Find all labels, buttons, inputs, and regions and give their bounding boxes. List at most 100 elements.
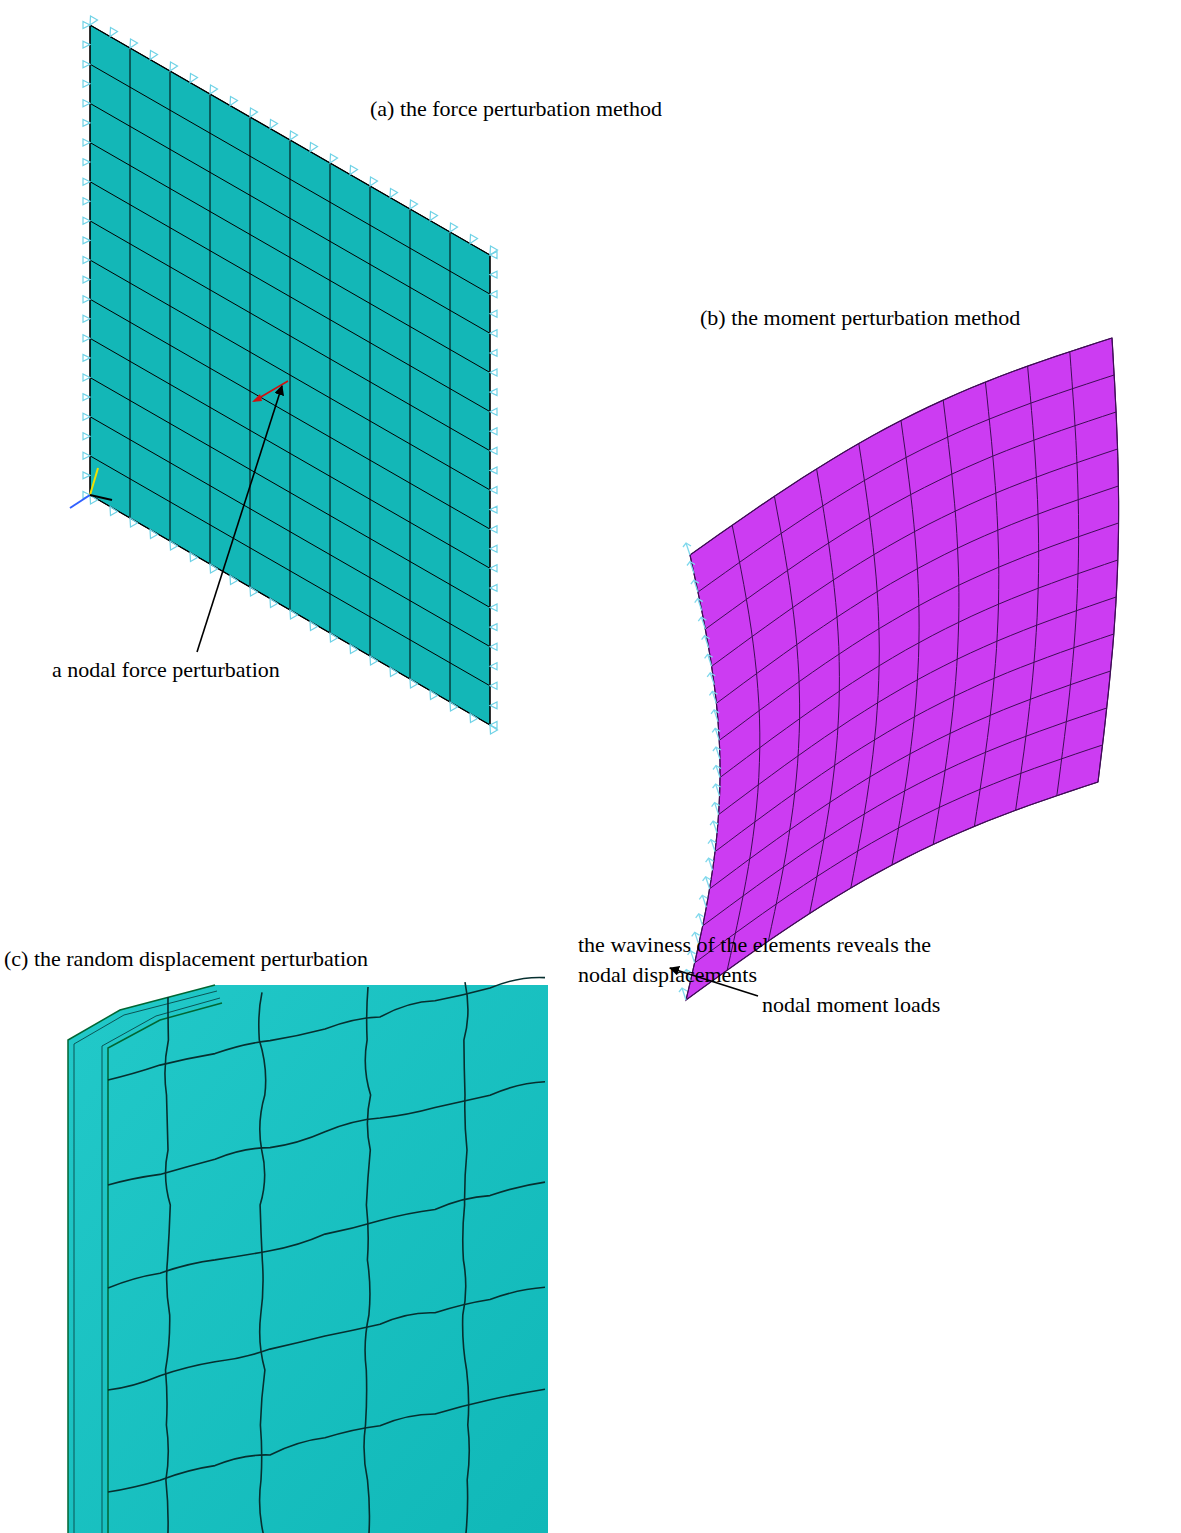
mesh-line xyxy=(720,560,1118,778)
constraint-symbol xyxy=(490,682,497,689)
moment-symbol xyxy=(713,747,721,751)
moment-symbol xyxy=(687,562,695,566)
mesh-line xyxy=(90,182,490,412)
constraint-symbol xyxy=(490,408,497,415)
mesh-line xyxy=(1016,366,1039,810)
constraint-symbol xyxy=(490,349,497,356)
moment-symbol xyxy=(711,710,719,714)
mesh-line xyxy=(1098,338,1119,782)
plate-surface xyxy=(90,25,490,725)
constraint-symbol xyxy=(83,159,90,166)
constraint-symbol xyxy=(490,624,497,631)
mesh-line xyxy=(695,745,1103,963)
constraint-symbol xyxy=(430,691,438,700)
mesh-line xyxy=(933,400,959,844)
constraint-symbol xyxy=(490,428,497,435)
moment-symbol xyxy=(679,988,687,992)
mesh-line xyxy=(810,469,840,914)
axis-triad xyxy=(90,495,112,500)
mesh-line xyxy=(90,103,490,333)
constraint-symbol xyxy=(290,131,298,140)
moment-symbol xyxy=(713,766,721,770)
wavy-mesh-line xyxy=(463,982,470,1533)
constraint-symbol xyxy=(410,200,418,209)
constraint-symbol xyxy=(190,553,198,562)
panel-caption: (a) the force perturbation method xyxy=(370,94,662,124)
constraint-symbol xyxy=(83,257,90,264)
moment-symbol xyxy=(703,877,711,881)
constraint-symbol xyxy=(490,330,497,337)
mesh-line xyxy=(703,708,1107,926)
constraint-symbol xyxy=(390,189,398,198)
mesh-line xyxy=(90,378,490,608)
constraint-symbol xyxy=(490,291,497,298)
axis-triad xyxy=(90,468,98,495)
constraint-symbol xyxy=(490,310,497,317)
constraint-symbol xyxy=(170,62,178,71)
constraint-symbol xyxy=(430,212,438,221)
constraint-symbol xyxy=(90,16,98,25)
constraint-symbol xyxy=(83,296,90,303)
constraint-symbol xyxy=(83,22,90,29)
constraint-symbol xyxy=(83,335,90,342)
wavy-mesh-line xyxy=(108,1182,545,1288)
constraint-symbol xyxy=(83,80,90,87)
force-arrow xyxy=(252,394,262,402)
constraint-symbol xyxy=(490,604,497,611)
constraint-symbol xyxy=(250,108,258,117)
mesh-line xyxy=(712,449,1118,666)
wavy-mesh-line xyxy=(108,977,545,1080)
constraint-symbol xyxy=(83,119,90,126)
constraint-symbol xyxy=(490,487,497,494)
constraint-symbol xyxy=(83,41,90,48)
constraint-symbol xyxy=(250,587,258,596)
constraint-symbol xyxy=(83,452,90,459)
annotation-text: nodal moment loads xyxy=(762,990,940,1020)
constraint-symbol xyxy=(350,645,358,654)
constraint-symbol xyxy=(83,139,90,146)
constraint-symbol xyxy=(110,507,118,516)
mesh-line xyxy=(90,221,490,451)
constraint-symbol xyxy=(490,271,497,278)
constraint-symbol xyxy=(390,668,398,677)
constraint-symbol xyxy=(330,633,338,642)
mesh-line xyxy=(90,338,490,568)
moment-symbol xyxy=(691,580,699,584)
constraint-symbol xyxy=(210,564,218,573)
moment-symbol xyxy=(705,654,713,658)
mesh-line xyxy=(698,375,1114,592)
mesh-line xyxy=(90,260,490,490)
mesh-line xyxy=(715,634,1114,852)
constraint-symbol xyxy=(310,143,318,152)
mesh-line xyxy=(90,417,490,647)
mesh-line xyxy=(892,421,919,866)
constraint-symbol xyxy=(490,246,498,255)
mesh-line xyxy=(690,338,1112,555)
plate-edge xyxy=(68,985,215,1533)
moment-symbol xyxy=(713,784,721,788)
moment-symbol xyxy=(698,617,706,621)
moment-symbol xyxy=(702,636,710,640)
panel-caption: (c) the random displacement perturbation xyxy=(4,944,368,974)
constraint-symbol xyxy=(310,622,318,631)
constraint-symbol xyxy=(490,565,497,572)
constraint-symbol xyxy=(470,714,478,723)
moment-symbol xyxy=(712,728,720,732)
moment-symbol xyxy=(707,673,715,677)
moment-symbol xyxy=(710,821,718,825)
moment-symbol xyxy=(683,543,691,547)
constraint-symbol xyxy=(450,702,458,711)
annotation-text: the waviness of the elements reveals the… xyxy=(578,930,938,989)
constraint-symbol xyxy=(83,198,90,205)
constraint-symbol xyxy=(490,389,497,396)
constraint-symbol xyxy=(150,530,158,539)
constraint-symbol xyxy=(83,354,90,361)
moment-symbol xyxy=(699,895,707,899)
constraint-symbol xyxy=(110,28,118,37)
wavy-mesh-line xyxy=(108,1389,545,1492)
constraint-symbol xyxy=(490,584,497,591)
mesh-line xyxy=(974,382,998,826)
moment-symbol xyxy=(712,803,720,807)
constraint-symbol xyxy=(83,433,90,440)
mesh-line xyxy=(719,523,1118,740)
